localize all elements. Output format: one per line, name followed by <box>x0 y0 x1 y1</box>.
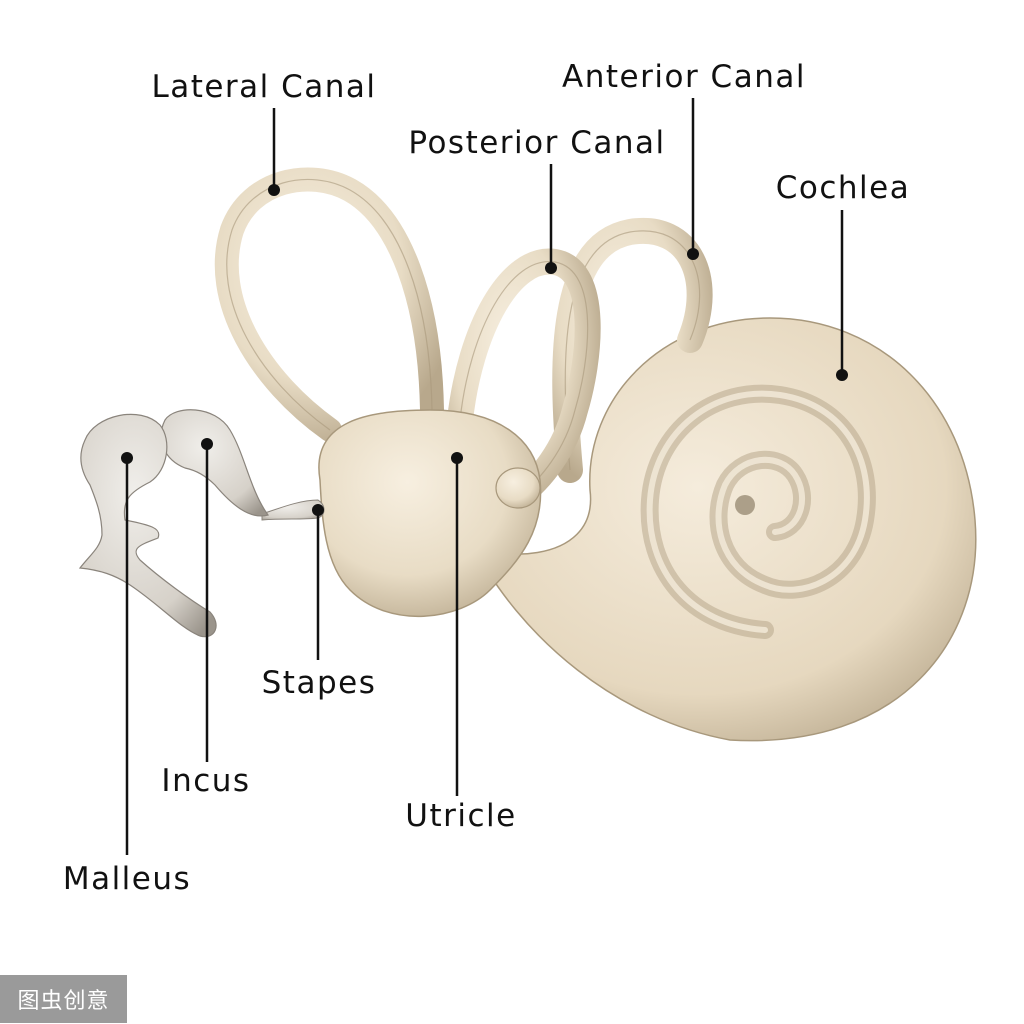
callout-utricle <box>451 452 463 796</box>
utricle-shape <box>318 409 542 617</box>
malleus-shape <box>78 413 217 638</box>
callout-stapes <box>312 504 324 660</box>
label-lateral-canal: Lateral Canal <box>151 69 376 105</box>
incus-shape <box>160 409 269 517</box>
callout-malleus <box>121 452 133 855</box>
label-utricle: Utricle <box>405 798 516 834</box>
label-malleus: Malleus <box>63 861 191 897</box>
label-stapes: Stapes <box>262 665 377 701</box>
callout-cochlea <box>836 210 848 381</box>
lateral-canal-shape <box>214 167 444 442</box>
callout-anterior-canal <box>687 98 699 260</box>
label-cochlea: Cochlea <box>776 170 911 206</box>
inner-ear-illustration <box>78 167 977 742</box>
labels: Lateral Canal Anterior Canal Posterior C… <box>63 59 911 897</box>
label-anterior-canal: Anterior Canal <box>562 59 806 95</box>
watermark-badge: 图虫创意 <box>0 975 127 1023</box>
callouts <box>121 98 848 855</box>
callout-incus <box>201 438 213 762</box>
label-incus: Incus <box>161 763 250 799</box>
cochlea-shape <box>469 317 977 742</box>
callout-lateral-canal <box>268 108 280 196</box>
label-posterior-canal: Posterior Canal <box>408 125 665 161</box>
callout-posterior-canal <box>545 164 557 274</box>
